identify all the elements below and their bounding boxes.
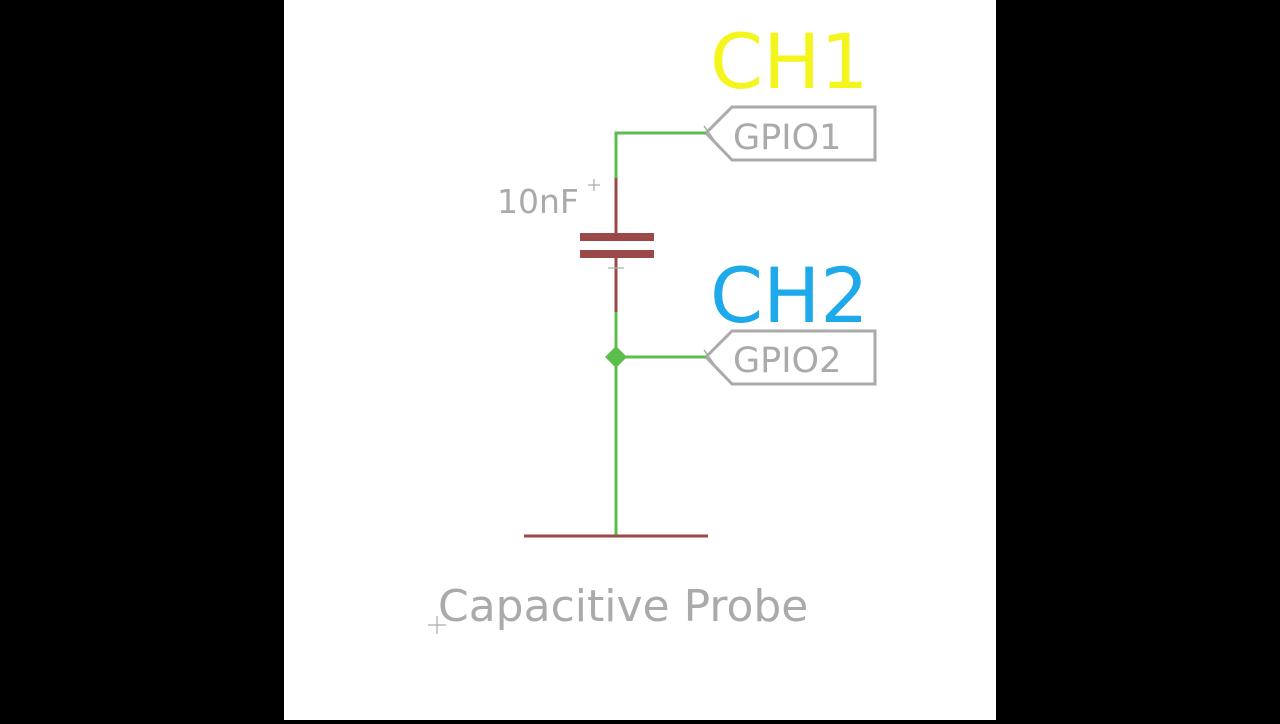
gpio1-port-label: GPIO1: [733, 118, 841, 158]
gpio2-port-shape: [703, 329, 877, 386]
junction-dot-icon: [605, 346, 627, 368]
capacitor-plate-top: [580, 233, 654, 241]
capacitor-value-label: 10nF: [497, 182, 579, 221]
wire-gpio1: [614, 131, 706, 178]
capacitor-plate-bottom: [580, 250, 654, 258]
ch2-label: CH2: [710, 251, 869, 340]
ch1-label: CH1: [710, 17, 869, 106]
schematic-canvas: [284, 0, 996, 720]
gpio1-pin-tick: [703, 125, 715, 141]
gpio2-pin-tick: [703, 349, 715, 365]
crosshair-icon: [428, 616, 446, 634]
gpio1-port-shape: [703, 105, 877, 162]
schematic-caption: Capacitive Probe: [438, 581, 808, 632]
crosshair-icon: [588, 179, 600, 191]
gpio2-port-label: GPIO2: [733, 341, 841, 381]
